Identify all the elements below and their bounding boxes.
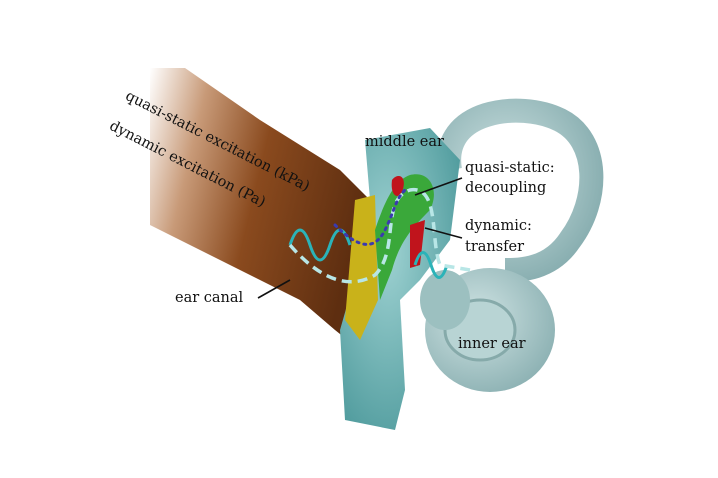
- dotted-path: [333, 188, 407, 246]
- decoupling-label: decoupling: [465, 180, 547, 196]
- transfer-leader: [424, 227, 463, 239]
- ear-canal-label: ear canal: [175, 290, 244, 306]
- dynamic-label: dynamic:: [465, 218, 532, 234]
- ear-canal-shape: [150, 68, 375, 350]
- transfer-label-text: transfer: [465, 239, 525, 255]
- quasi-static-label: quasi-static:: [465, 160, 555, 176]
- ossicle-shape: [375, 174, 434, 300]
- red-ossicle-bottom: [410, 220, 425, 268]
- transfer-wave: [413, 251, 449, 279]
- red-ossicle-top: [391, 176, 404, 196]
- inner-ear-shape: [420, 98, 604, 392]
- ear-canal-leader: [257, 279, 291, 299]
- middle-ear-label: middle ear: [365, 134, 444, 150]
- dashed-path: [288, 188, 471, 284]
- inner-ear-label: inner ear: [458, 336, 526, 352]
- decoupling-leader: [414, 177, 463, 196]
- eardrum-shape: [345, 195, 378, 340]
